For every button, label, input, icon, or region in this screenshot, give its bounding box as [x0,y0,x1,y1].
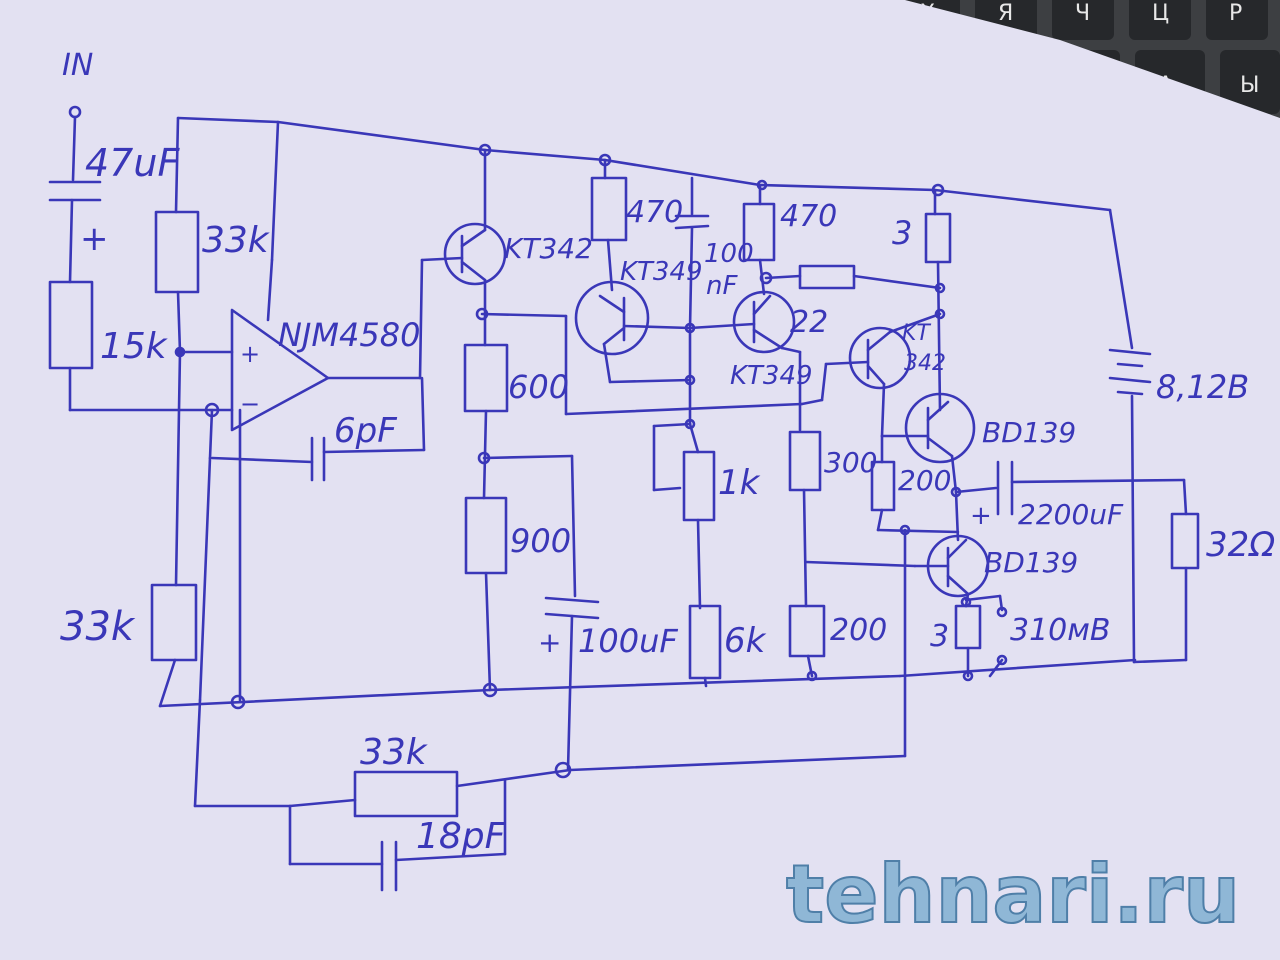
resistor-200-left [788,604,826,678]
label-100uf-plus: + [538,626,561,659]
feedback-resistor-33k [353,768,572,818]
label-bd139-q6: BD139 [984,546,1078,579]
label-3-bottom: 3 [930,619,949,654]
trimmer-1k [652,422,716,522]
label-33k-bottom: 33k [60,604,136,650]
label-300: 300 [824,446,877,479]
watermark-tehnari: tehnari.ru [786,848,1240,941]
label-100nf-bottom: nF [706,271,738,301]
label-battery-8-12v: 8,12В [1156,368,1249,406]
label-2200uf-plus: + [970,501,992,531]
resistor-300 [788,430,822,608]
keyboard-key: Ч [1052,0,1114,40]
label-32-ohm: 32Ω [1206,525,1275,565]
label-900: 900 [510,522,571,560]
label-opamp-minus: − [240,390,260,418]
label-200-left: 200 [830,613,887,648]
label-18pf: 18pF [416,816,507,857]
label-opamp-plus: + [240,340,260,368]
input-terminal [68,105,82,182]
feedback-capacitor-18pf [288,778,507,892]
label-470-left: 470 [626,195,683,230]
label-kt349-q3: KT349 [730,361,813,391]
resistor-3-bottom [954,604,982,678]
label-njm4580: NJM4580 [278,316,420,354]
load-resistor-32ohm [1132,512,1200,664]
label-bd139-q5: BD139 [982,416,1076,449]
resistor-3-top [924,212,952,412]
battery-8v [1108,348,1152,396]
keyboard-key-label: Р [1229,1,1242,26]
label-1k: 1k [718,463,761,503]
label-100nf-top: 100 [704,239,754,269]
keyboard-key-label: Ы [1240,73,1259,98]
capacitor-100nf [674,176,710,330]
label-600: 600 [508,368,569,406]
transistor-kt342-q1 [443,222,507,286]
resistor-15k [48,280,212,412]
label-3-top: 3 [892,214,912,252]
label-310mv: 310мВ [1010,613,1110,648]
label-6pf: 6pF [334,411,397,451]
resistor-33k-bottom [150,583,198,708]
label-kt349-q2: KT349 [620,257,703,287]
label-47uf: 47uF [85,141,180,185]
label-feedback-33k: 33k [360,732,429,773]
label-kt342-q4-bottom: 342 [904,351,946,376]
capacitor-100uf [544,596,600,772]
transistor-bd139-q5 [904,392,976,464]
input-capacitor-47uf [48,180,102,284]
resistor-6k [688,604,722,688]
label-33k-top: 33k [202,220,271,261]
resistor-33k-top [154,116,200,354]
keyboard-key-label: Я [998,1,1013,26]
label-200-right: 200 [898,464,951,497]
label-15k: 15k [100,326,169,367]
label-6k: 6k [724,621,767,661]
keyboard-key: Ц [1129,0,1191,40]
resistor-900 [464,496,508,692]
resistor-600 [463,343,509,500]
label-kt342-q4-top: KT [902,321,931,346]
label-100uf: 100uF [578,622,678,660]
label-kt342-q1: KT342 [504,232,593,265]
transistor-kt342-q4 [848,326,912,390]
label-47uf-plus: + [80,219,109,259]
label-22: 22 [790,305,828,340]
label-in: IN [62,48,93,83]
transistor-kt349-q3 [732,290,796,354]
capacitor-6pf [210,436,426,482]
transistor-kt349-q2 [574,280,650,356]
keyboard-key: Р [1206,0,1268,40]
resistor-22 [764,264,942,290]
label-470-right: 470 [780,199,837,234]
capacitor-2200uf [954,460,1188,516]
keyboard-key-label: Ч [1075,1,1090,26]
keyboard-key-label: Ц [1152,1,1169,26]
keyboard-key: Ы [1220,50,1280,114]
opamp-njm4580 [230,308,330,432]
label-2200uf: 2200uF [1018,498,1124,531]
